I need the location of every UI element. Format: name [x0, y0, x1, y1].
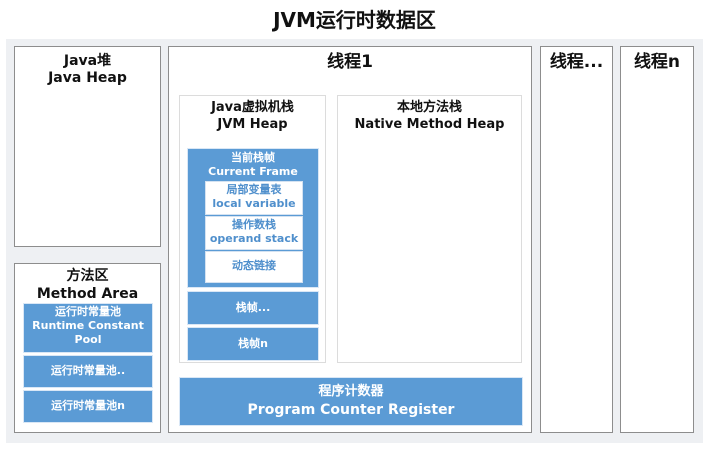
current-frame-block: 当前栈帧 Current Frame 局部变量表 local variable …: [187, 148, 319, 288]
pool1-en-line1: Runtime Constant: [32, 319, 144, 332]
runtime-constant-pool-n-block: 运行时常量池n: [23, 390, 153, 423]
java-heap-zh: Java堆: [63, 53, 112, 69]
pool1-en-line2: Pool: [74, 333, 102, 346]
thread-more-panel: 线程...: [540, 46, 613, 433]
jvm-stack-en: JVM Heap: [217, 117, 288, 132]
program-counter-en: Program Counter Register: [247, 402, 455, 418]
thread1-title: 线程1: [327, 52, 373, 72]
native-stack-zh: 本地方法栈: [396, 100, 462, 115]
program-counter-block: 程序计数器 Program Counter Register: [179, 377, 523, 426]
local-variable-block: 局部变量表 local variable: [205, 181, 303, 215]
jvm-stack-panel: Java虚拟机栈 JVM Heap 当前栈帧 Current Frame 局部变…: [179, 95, 326, 363]
java-heap-en: Java Heap: [48, 70, 127, 86]
runtime-constant-pool-more-block: 运行时常量池..: [23, 355, 153, 388]
pool3-label: 运行时常量池n: [51, 399, 125, 412]
operand-stack-en: operand stack: [209, 232, 299, 245]
dynamic-linking-block: 动态链接: [205, 251, 303, 283]
method-area-panel: 方法区 Method Area 运行时常量池 Runtime Constant …: [14, 263, 161, 433]
method-area-zh: 方法区: [66, 268, 109, 284]
frame-n-block: 栈帧n: [187, 327, 319, 361]
program-counter-zh: 程序计数器: [318, 384, 384, 399]
thread-more-title: 线程...: [549, 52, 604, 72]
thread-n-panel: 线程n: [620, 46, 694, 433]
pool2-label: 运行时常量池..: [50, 364, 126, 377]
native-stack-en: Native Method Heap: [354, 117, 505, 132]
frame-more-block: 栈帧...: [187, 291, 319, 325]
operand-stack-zh: 操作数栈: [232, 218, 276, 231]
local-variable-zh: 局部变量表: [226, 183, 282, 196]
java-heap-panel: Java堆 Java Heap: [14, 46, 161, 247]
native-method-stack-panel: 本地方法栈 Native Method Heap: [337, 95, 522, 363]
dynamic-linking-label: 动态链接: [232, 259, 276, 272]
current-frame-zh: 当前栈帧: [231, 151, 275, 164]
method-area-en: Method Area: [36, 286, 139, 302]
local-variable-en: local variable: [212, 197, 296, 210]
frame-more-label: 栈帧...: [235, 301, 271, 314]
thread1-panel: 线程1 Java虚拟机栈 JVM Heap 当前栈帧 Current Frame…: [168, 46, 532, 433]
pool1-zh: 运行时常量池: [55, 305, 121, 318]
frame-n-label: 栈帧n: [238, 337, 268, 350]
diagram-title: JVM运行时数据区: [273, 8, 436, 32]
runtime-constant-pool-block: 运行时常量池 Runtime Constant Pool: [23, 303, 153, 353]
thread-n-title: 线程n: [633, 52, 681, 72]
operand-stack-block: 操作数栈 operand stack: [205, 216, 303, 250]
current-frame-en: Current Frame: [208, 165, 298, 178]
jvm-stack-zh: Java虚拟机栈: [211, 100, 294, 115]
